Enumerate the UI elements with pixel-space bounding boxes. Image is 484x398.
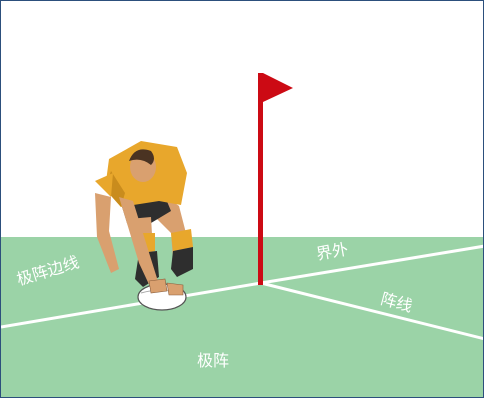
player-hand-right <box>166 282 184 296</box>
sky-area <box>1 1 483 237</box>
player-rear-arm <box>119 197 161 293</box>
flag-pennant <box>263 73 293 102</box>
corner-flag <box>258 73 293 285</box>
player-hair <box>129 149 154 165</box>
touch-line <box>260 281 483 341</box>
goal-line <box>1 281 262 329</box>
flag-pole <box>258 73 263 285</box>
rugby-ball <box>137 278 187 311</box>
player-sleeve <box>95 173 113 197</box>
player-back-sock <box>171 229 193 251</box>
dead-ball-line <box>260 244 483 285</box>
player-front-arm <box>95 193 119 273</box>
rugby-player <box>95 141 193 293</box>
in-goal-label: 极阵 <box>197 351 230 370</box>
player-hand-left <box>148 278 168 294</box>
player-back-boot <box>171 247 193 277</box>
